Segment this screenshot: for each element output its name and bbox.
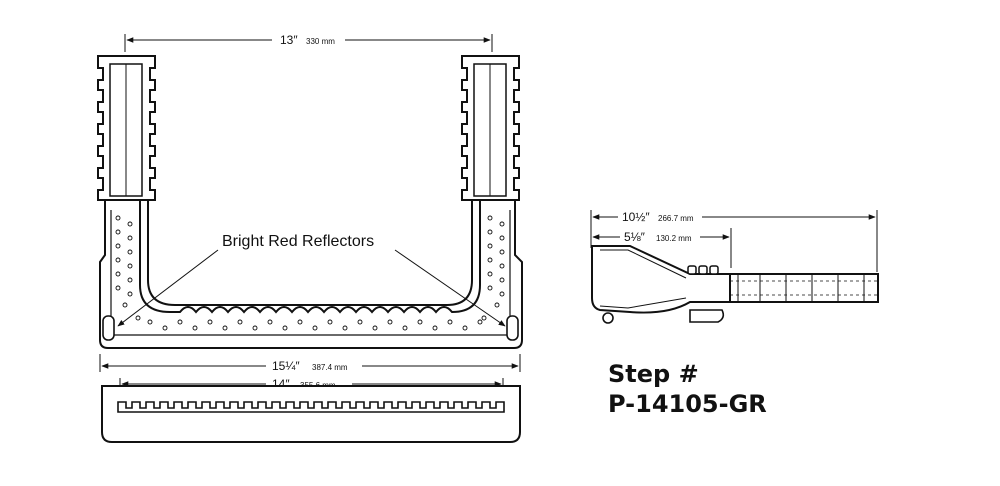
top-width-dimension: 13″ 330 mm [124, 33, 493, 52]
top-width-imperial: 13″ [280, 33, 298, 47]
outer-width-metric: 387.4 mm [312, 363, 348, 372]
part-number: P-14105-GR [608, 390, 767, 418]
tread-holes [115, 215, 505, 331]
left-reflector [102, 315, 115, 341]
side-leg-tube [729, 273, 879, 303]
right-reflector [506, 315, 519, 341]
top-width-metric: 330 mm [306, 37, 335, 46]
tread-profile [101, 385, 521, 443]
right-leg [461, 55, 520, 201]
part-label: Step # P-14105-GR [608, 360, 767, 418]
left-leg [97, 55, 156, 201]
overall-length-dimension: 10½″ 266.7 mm [590, 210, 878, 272]
front-view: 13″ 330 mm [97, 33, 523, 349]
tread-depth-dimension: 5⅛″ 130.2 mm [592, 228, 732, 268]
step-label: Step # [608, 360, 699, 388]
outer-width-dimension: 15¼″ 387.4 mm [99, 354, 521, 373]
reflector-callout: Bright Red Reflectors [117, 233, 506, 327]
bottom-view: 15¼″ 387.4 mm 14″ 355.6 mm [99, 354, 521, 443]
tread-depth-metric: 130.2 mm [656, 234, 692, 243]
side-view: 10½″ 266.7 mm 5⅛″ 130.2 mm [590, 210, 879, 324]
step-body [99, 199, 523, 349]
tread-depth-imperial: 5⅛″ [624, 230, 646, 244]
side-ribs [687, 265, 719, 275]
overall-length-metric: 266.7 mm [658, 214, 694, 223]
side-foot [602, 309, 725, 324]
outer-width-imperial: 15¼″ [272, 359, 300, 373]
side-step-head [591, 245, 731, 314]
reflector-callout-text: Bright Red Reflectors [222, 233, 374, 250]
tread-teeth [117, 401, 505, 413]
overall-length-imperial: 10½″ [622, 210, 650, 224]
